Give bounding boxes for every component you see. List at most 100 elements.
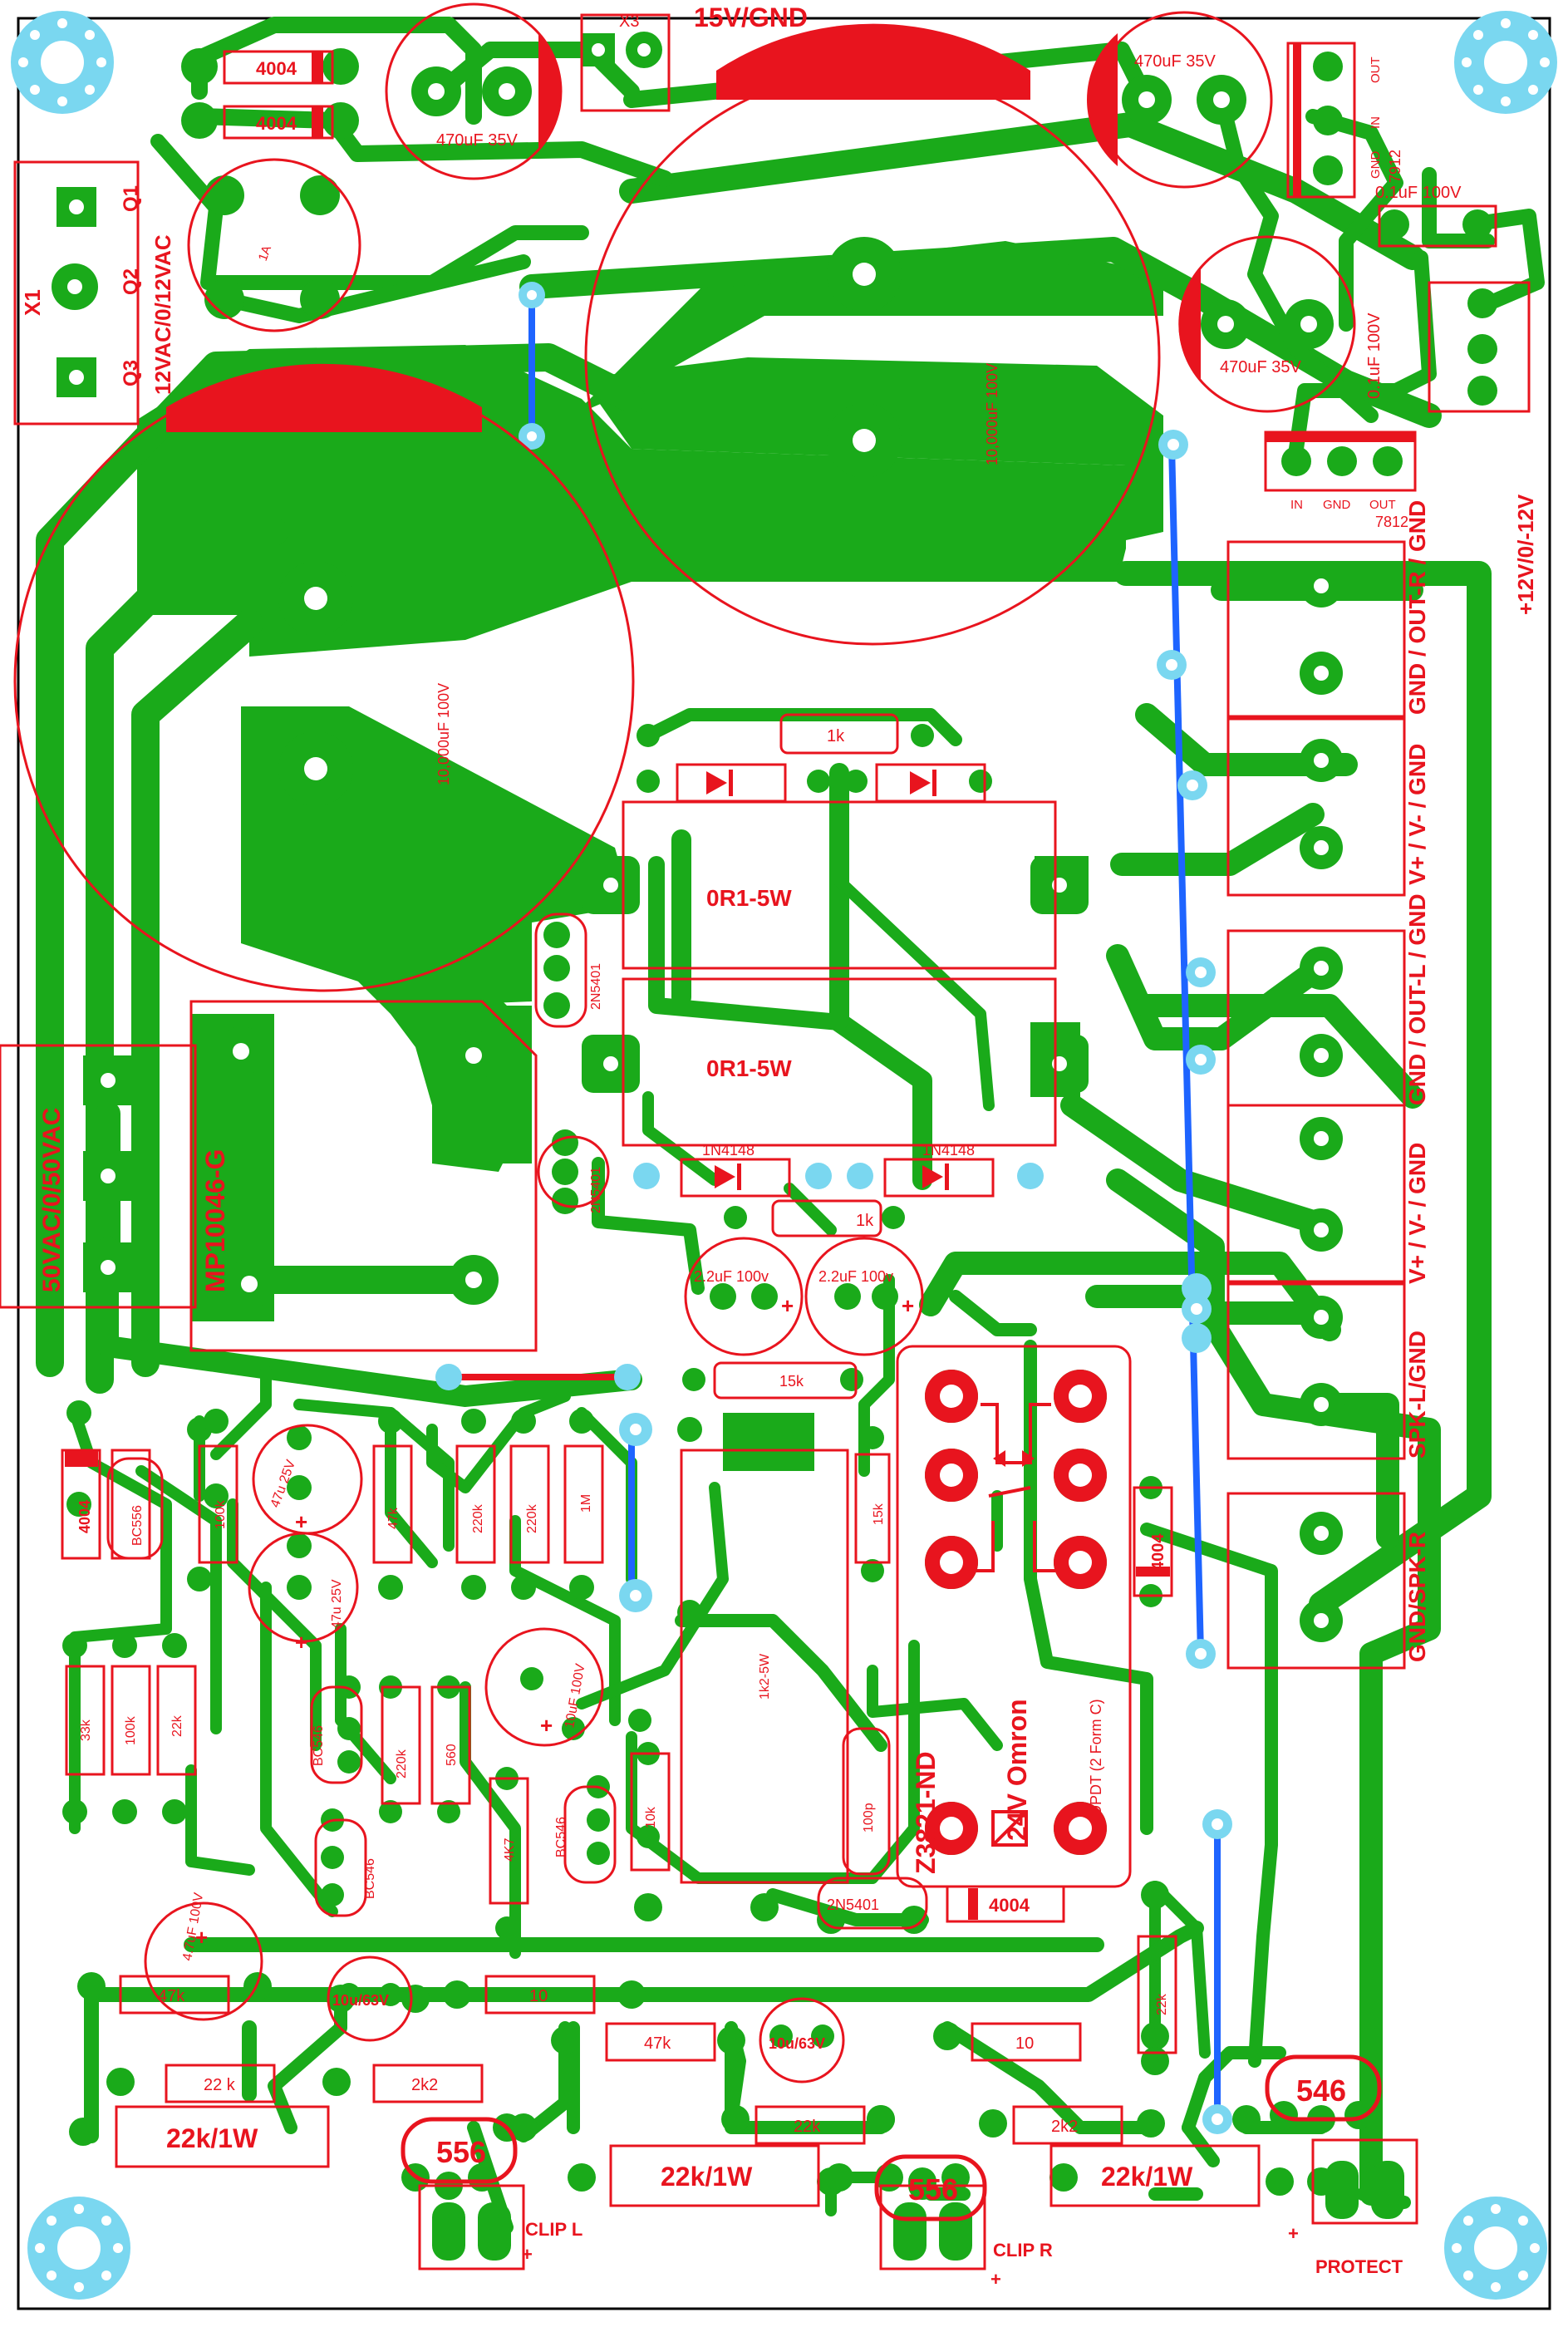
label-bc546-b: BC546 [363,1858,377,1899]
label-or1-b: 0R1-5W [706,1055,792,1081]
label-470uf-c: 470uF 35V [1220,358,1302,376]
label-plus-clip-l: + [522,2244,533,2265]
plus-mark-47u-a: + [295,1509,307,1534]
label-4004-d: 4004 [989,1895,1030,1916]
label-2n5401-c: 2N5401 [827,1897,879,1913]
label-clip-l: CLIP L [525,2219,582,2240]
label-relay: Z3821-ND [911,1751,941,1874]
label-15k-b: 15k [872,1503,886,1525]
label-4004-e: 4004 [76,1500,93,1533]
label-22k-b: 22 k [204,2076,236,2094]
label-2k2-b: 2k2 [1051,2118,1078,2136]
label-10u-63v-a: 10u/63V [332,1992,389,2009]
label-1n4148-a: 1N4148 [702,1142,755,1159]
label-15k-a: 15k [779,1373,804,1390]
label-22k-vert: 22k [1155,1993,1169,2015]
label-fuse: 1A [256,244,274,263]
label-10000uf-a: 10,000uF 100V [984,363,1000,465]
label-cap-01u-a: 0.1uF 100V [1375,184,1462,202]
label-1k-a: 1k [827,727,845,745]
label-560: 560 [445,1744,459,1766]
label-556-b: 556 [908,2172,958,2206]
label-spk-l: SPK-L/GND [1404,1331,1430,1459]
label-22k-1w-b: 22k/1W [661,2162,753,2192]
mounting-holes [11,11,1557,2300]
plus-mark-22uf-b: + [902,1293,914,1318]
label-2k2-a: 2k2 [411,2076,438,2094]
label-7912-out: OUT [1369,57,1383,83]
label-q1: Q1 [120,185,142,212]
label-plus-protect: + [1288,2223,1299,2244]
label-470uf-a: 470uF 35V [436,131,519,150]
label-clip-r: CLIP R [993,2240,1053,2261]
label-1k2-5w: 1k2-5W [758,1653,772,1700]
label-bc546-c: BC546 [554,1817,568,1857]
label-10u-63v-b: 10u/63V [769,2035,825,2052]
plus-mark-10u-100v: + [540,1713,553,1738]
label-22k-1w-c: 22k/1W [1101,2162,1193,2192]
label-22uf-a: 2.2uF 100v [694,1268,769,1285]
label-10k: 10k [644,1806,658,1828]
jumpers [528,295,1221,2119]
label-protect: PROTECT [1315,2256,1403,2277]
label-vrail-r: V+ / V- / GND [1404,744,1430,885]
label-220k-a: 220k [471,1503,485,1533]
label-7812: 7812 [1375,514,1408,530]
relay-symbol [976,1403,1055,1847]
label-100k-b: 100k [124,1715,138,1745]
label-vrail-l: V+ / V- / GND [1404,1143,1430,1284]
label-out-l: GND / OUT-L / GND [1404,893,1430,1105]
label-100p: 100p [862,1803,876,1833]
label-50vac: 50VAC/0/50VAC [38,1108,66,1292]
label-100k-a: 100k [214,1499,228,1529]
label-q2: Q2 [120,268,142,295]
relay-pads [925,1370,1107,1855]
label-7912-gnd: GND [1369,151,1383,180]
label-x1: X1 [20,289,45,316]
label-x3: X3 [619,12,639,31]
label-546: 546 [1296,2074,1346,2108]
label-4k7: 4K7 [503,1837,517,1862]
label-1n4148-b: 1N4148 [922,1142,975,1159]
label-220k-c: 220k [395,1749,409,1778]
label-7812-out: OUT [1369,498,1396,512]
silkscreen-text: 15V/GND X3 4004 4004 470uF 35V 470uF 35V… [20,2,1538,2290]
label-556-a: 556 [436,2135,486,2169]
label-10-a: 10 [529,1987,548,2005]
label-10-b: 10 [1015,2034,1034,2053]
plus-mark-47u-100v: + [195,1925,208,1950]
label-22k-a: 22k [170,1715,184,1737]
label-15v-gnd: 15V/GND [694,2,808,32]
label-33k: 33k [79,1719,93,1741]
label-10000uf-b: 10,000uF 100V [435,683,452,785]
board-outline [17,17,1551,2310]
label-1m: 1M [579,1494,593,1513]
label-22uf-b: 2.2uF 100v [818,1268,893,1285]
label-22k-c: 22k [794,2118,821,2136]
label-7812-in: IN [1290,498,1303,512]
label-47u-25v-b: 47u 25V [330,1579,344,1629]
label-spk-r: GND/SPK-R [1404,1532,1430,1662]
label-rail-12: +12V/0/-12V [1513,494,1538,615]
label-470uf-b: 470uF 35V [1134,52,1217,71]
label-47k-a: 47k [386,1507,401,1529]
label-7812-gnd: GND [1323,498,1351,512]
label-bridge: MP10046-G [200,1149,230,1292]
label-4004-a: 4004 [256,58,297,79]
label-220k-b: 220k [525,1503,539,1533]
label-cap-01u-b: 0.1uF 100V [1365,312,1384,399]
label-4004-c: 4004 [1149,1533,1167,1571]
label-47k-c: 47k [644,2034,671,2053]
cap-polarity-marks [65,23,1415,1467]
label-7912-in: IN [1369,116,1383,129]
label-1k-b: 1k [856,1212,874,1230]
label-relay-type: DPDT (2 Form C) [1088,1699,1104,1816]
label-q3: Q3 [120,360,142,386]
label-plus-clip-r: + [990,2269,1001,2290]
label-relay-brand: 24V Omron [1002,1699,1032,1841]
label-bc546-a: BC546 [312,1725,326,1766]
label-12vac: 12VAC/0/12VAC [150,234,175,395]
label-2n5401-a: 2N5401 [589,963,603,1010]
label-7912: 7912 [1387,150,1403,183]
